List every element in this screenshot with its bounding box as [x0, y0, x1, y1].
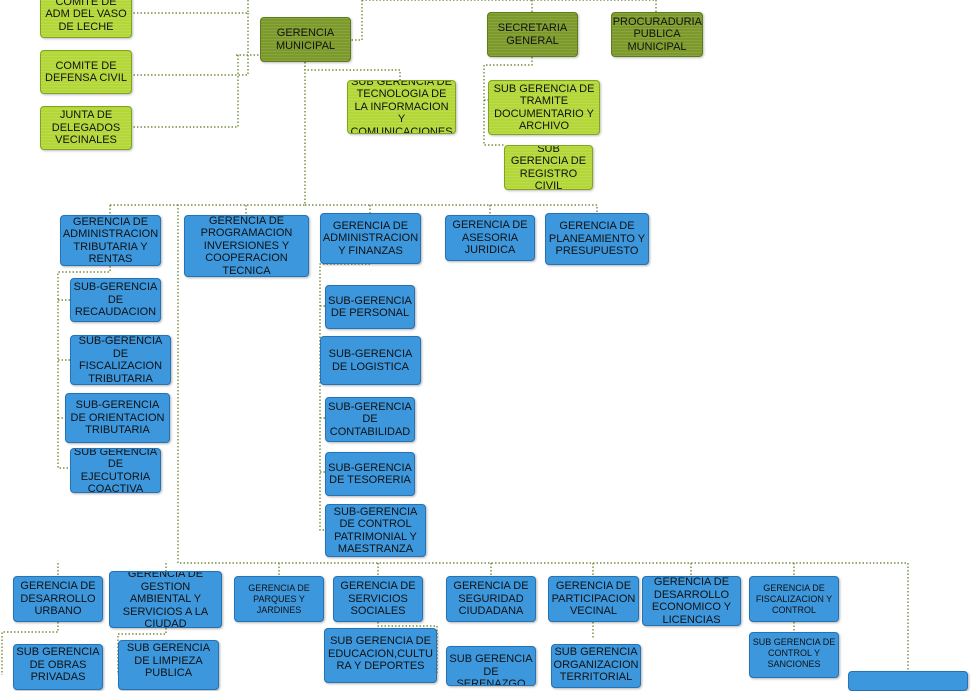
node-sg-registro-civil[interactable]: SUB GERENCIA DE REGISTRO CIVIL [504, 145, 593, 190]
node-sg-personal[interactable]: SUB-GERENCIA DE PERSONAL [325, 285, 415, 329]
node-g-servicios-sociales[interactable]: GERENCIA DE SERVICIOS SOCIALES [333, 576, 423, 622]
node-g-desarrollo-economico[interactable]: GERENCIA DE DESARROLLO ECONOMICO Y LICEN… [642, 576, 741, 626]
node-g-gestion-ambiental[interactable]: GERENCIA DE GESTION AMBIENTAL Y SERVICIO… [109, 571, 222, 628]
node-secretaria-general[interactable]: SECRETARIA GENERAL [487, 12, 578, 57]
node-sg-control-sanciones[interactable]: SUB GERENCIA DE CONTROL Y SANCIONES [749, 632, 839, 678]
node-procuraduria-publica[interactable]: PROCURADURIA PUBLICA MUNICIPAL [611, 12, 703, 57]
node-g-fiscalizacion-control[interactable]: GERENCIA DE FISCALIZACION Y CONTROL [749, 576, 839, 622]
node-g-administracion-tributaria[interactable]: GERENCIA DE ADMINISTRACION TRIBUTARIA Y … [60, 215, 161, 266]
node-gerencia-municipal[interactable]: GERENCIA MUNICIPAL [260, 17, 351, 62]
node-sg-tecnologia[interactable]: SUB GERENCIA DE TECNOLOGIA DE LA INFORMA… [347, 80, 456, 134]
node-g-parques-jardines[interactable]: GERENCIA DE PARQUES Y JARDINES [234, 576, 324, 622]
node-sg-organizacion-territorial[interactable]: SUB GERENCIA ORGANIZACION TERRITORIAL [551, 644, 641, 688]
node-sg-limpieza-publica[interactable]: SUB GERENCIA DE LIMPIEZA PUBLICA [118, 640, 219, 690]
node-sg-tesoreria[interactable]: SUB-GERENCIA DE TESORERIA [325, 452, 415, 496]
node-g-seguridad-ciudadana[interactable]: GERENCIA DE SEGURIDAD CIUDADANA [446, 576, 536, 622]
node-sg-orientacion-tributaria[interactable]: SUB-GERENCIA DE ORIENTACION TRIBUTARIA [65, 393, 170, 443]
node-sg-serenazgo[interactable]: SUB GERENCIA DE SERENAZGO [446, 646, 536, 686]
node-junta-delegados-vecinales[interactable]: JUNTA DE DELEGADOS VECINALES [40, 106, 132, 150]
node-sg-tramite[interactable]: SUB GERENCIA DE TRAMITE DOCUMENTARIO Y A… [488, 80, 600, 135]
node-sg-educacion[interactable]: SUB GERENCIA DE EDUCACION,CULTU RA Y DEP… [324, 628, 437, 683]
node-cut-off-box[interactable] [848, 671, 968, 691]
node-g-planeamiento[interactable]: GERENCIA DE PLANEAMIENTO Y PRESUPUESTO [545, 213, 649, 265]
node-comite-defensa-civil[interactable]: COMITE DE DEFENSA CIVIL [40, 50, 132, 94]
node-sg-fiscalizacion-tributaria[interactable]: SUB-GERENCIA DE FISCALIZACION TRIBUTARIA [70, 335, 171, 385]
node-sg-logistica[interactable]: SUB-GERENCIA DE LOGISTICA [320, 336, 421, 385]
node-sg-obras-privadas[interactable]: SUB GERENCIA DE OBRAS PRIVADAS [13, 644, 103, 690]
node-g-asesoria-juridica[interactable]: GERENCIA DE ASESORIA JURIDICA [445, 215, 535, 261]
node-sg-ejecutoria-coactiva[interactable]: SUB GERENCIA DE EJECUTORIA COACTIVA [70, 448, 161, 493]
node-g-administracion-finanzas[interactable]: GERENCIA DE ADMINISTRACION Y FINANZAS [320, 213, 421, 264]
connector-lines [1, 0, 909, 675]
node-sg-recaudacion[interactable]: SUB-GERENCIA DE RECAUDACION [70, 278, 161, 322]
node-g-desarrollo-urbano[interactable]: GERENCIA DE DESARROLLO URBANO [13, 576, 103, 622]
node-sg-contabilidad[interactable]: SUB-GERENCIA DE CONTABILIDAD [325, 397, 415, 442]
node-g-participacion-vecinal[interactable]: GERENCIA DE PARTICIPACION VECINAL [548, 576, 639, 622]
node-sg-control-patrimonial[interactable]: SUB-GERENCIA DE CONTROL PATRIMONIAL Y MA… [325, 504, 426, 557]
node-g-programacion[interactable]: GERENCIA DE PROGRAMACION INVERSIONES Y C… [184, 215, 309, 277]
node-comite-vaso-de-leche[interactable]: COMITE DE ADM DEL VASO DE LECHE [40, 0, 132, 38]
